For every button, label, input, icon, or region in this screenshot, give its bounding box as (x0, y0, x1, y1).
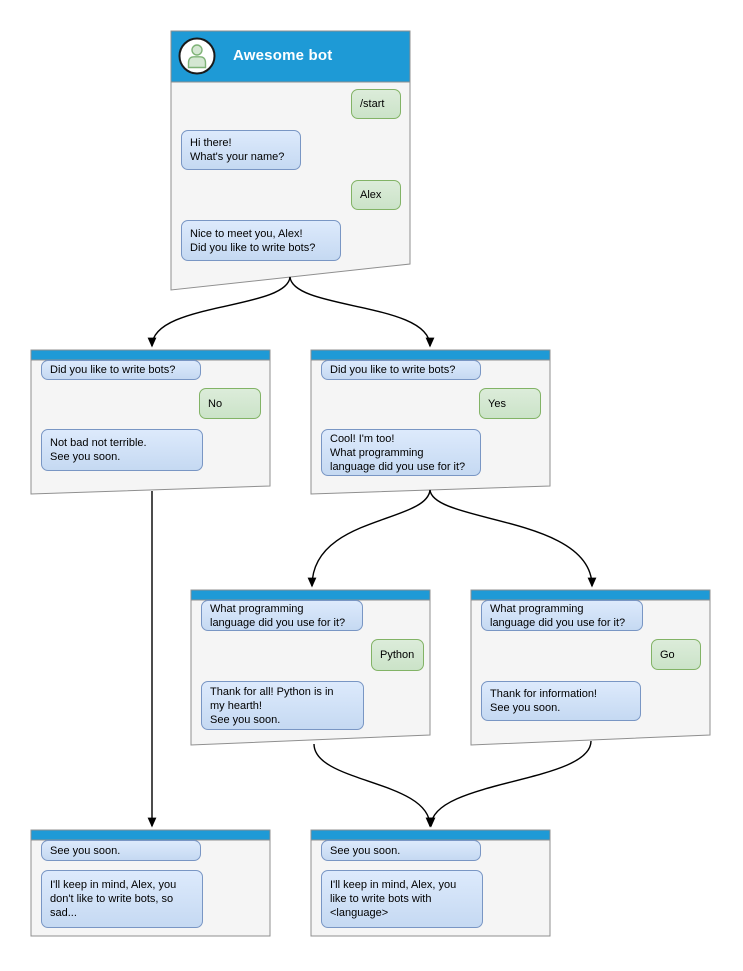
edge-start-to-branch-no (147, 276, 291, 348)
user-message-bubble: Yes (479, 388, 541, 419)
node-header-bar (310, 349, 551, 361)
bot-avatar-icon (178, 37, 216, 75)
node-header-bar (30, 829, 271, 841)
bot-message-bubble: Did you like to write bots? (321, 360, 481, 380)
bot-message-bubble: Did you like to write bots? (41, 360, 201, 380)
bot-message-bubble: Nice to meet you, Alex! Did you like to … (181, 220, 341, 261)
user-message-bubble: Alex (351, 180, 401, 210)
edges (147, 276, 597, 828)
user-message-bubble: No (199, 388, 261, 419)
node-header-bar (310, 829, 551, 841)
edge-start-to-branch-yes (289, 276, 435, 348)
bot-message-bubble: Thank for information! See you soon. (481, 681, 641, 721)
bot-message-bubble: Thank for all! Python is in my hearth! S… (201, 681, 364, 730)
bot-message-bubble: I'll keep in mind, Alex, you don't like … (41, 870, 203, 928)
edge-branch-python-to-end-yes (313, 743, 435, 828)
edge-branch-go-to-end-yes (426, 740, 592, 828)
edge-branch-yes-to-branch-go (429, 489, 597, 588)
bot-message-bubble: I'll keep in mind, Alex, you like to wri… (321, 870, 483, 928)
bot-message-bubble: Not bad not terrible. See you soon. (41, 429, 203, 471)
user-message-bubble: Go (651, 639, 701, 670)
bot-message-bubble: See you soon. (321, 840, 481, 861)
edge-branch-yes-to-branch-python (307, 489, 431, 588)
node-header-bar (470, 589, 711, 601)
node-header-bar (190, 589, 431, 601)
bot-message-bubble: What programming language did you use fo… (201, 600, 363, 631)
bot-message-bubble: Cool! I'm too! What programming language… (321, 429, 481, 476)
bot-window-title: Awesome bot (233, 47, 333, 64)
bot-message-bubble: See you soon. (41, 840, 201, 861)
user-message-bubble: /start (351, 89, 401, 119)
user-message-bubble: Python (371, 639, 424, 671)
bot-message-bubble: Hi there! What's your name? (181, 130, 301, 170)
node-header-bar (30, 349, 271, 361)
bot-message-bubble: What programming language did you use fo… (481, 600, 643, 631)
